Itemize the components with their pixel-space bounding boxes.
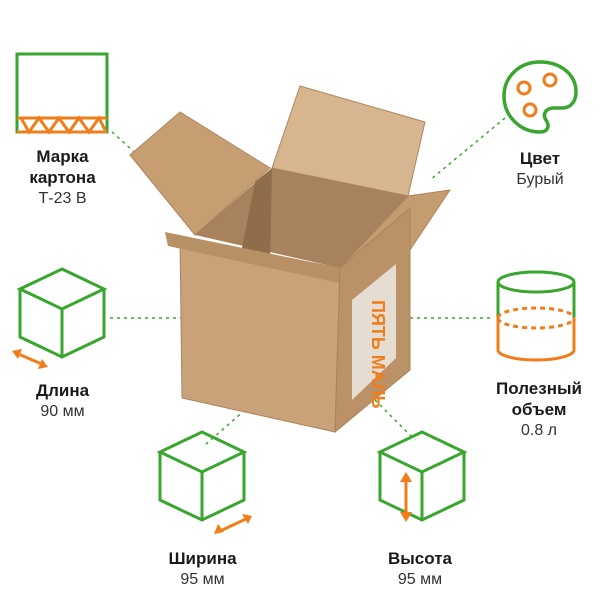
spec-width: Ширина 95 мм — [150, 548, 255, 590]
spec-grade-title-1: Марка — [36, 147, 89, 166]
spec-volume-value: 0.8 л — [520, 422, 558, 439]
spec-grade: Марка картона Т-23 В — [10, 146, 115, 209]
cube-length-icon — [12, 267, 108, 369]
spec-grade-title-2: картона — [29, 168, 96, 187]
box-flap-left — [129, 111, 271, 236]
spec-height: Высота 95 мм — [360, 548, 480, 590]
cylinder-volume-icon — [496, 270, 576, 362]
spec-color-title: Цвет — [519, 149, 561, 168]
box-print-text: ПЯТЬ МАЛЬ — [368, 300, 388, 409]
spec-color: Цвет Бурый — [480, 148, 600, 190]
spec-volume: Полезный объем 0.8 л — [478, 378, 600, 441]
cube-height-icon — [376, 430, 468, 522]
spec-width-title: Ширина — [168, 549, 237, 568]
spec-height-value: 95 мм — [397, 571, 443, 588]
spec-height-title: Высота — [388, 549, 452, 568]
palette-icon — [502, 60, 578, 134]
spec-volume-title-1: Полезный — [496, 379, 582, 398]
spec-length: Длина 90 мм — [10, 380, 115, 422]
spec-length-title: Длина — [35, 381, 90, 400]
spec-color-value: Бурый — [516, 171, 564, 188]
cube-width-icon — [156, 430, 252, 534]
corrugated-cardboard-icon — [15, 52, 109, 135]
spec-width-value: 95 мм — [180, 571, 225, 588]
spec-grade-value: Т-23 В — [38, 190, 87, 207]
spec-length-value: 90 мм — [40, 403, 85, 420]
spec-volume-title-2: объем — [511, 400, 567, 419]
